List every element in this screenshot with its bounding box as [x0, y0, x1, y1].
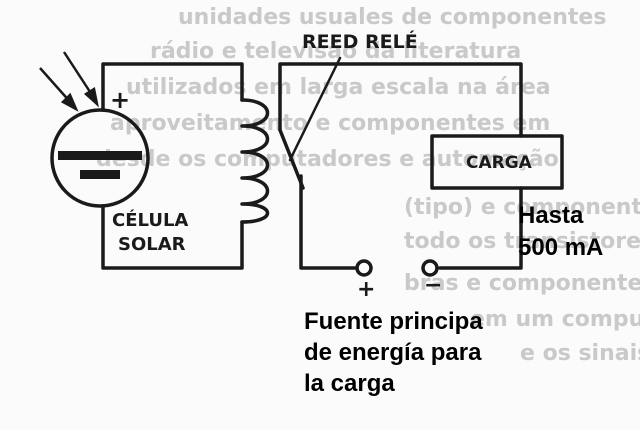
wire-top-left — [101, 62, 244, 112]
background-line: unidades usuales de componentes — [178, 5, 606, 30]
light-rays — [39, 51, 99, 112]
background-line: aproveitamento e componentes em — [110, 111, 550, 136]
light-ray — [62, 51, 96, 99]
load-box — [430, 134, 564, 190]
relay-label-pointer — [288, 56, 342, 162]
light-ray-arrowhead — [83, 86, 99, 108]
background-line: bras e componentes de potência — [404, 271, 640, 296]
wire-bottom-left — [101, 204, 244, 270]
load-current-line1: Hasta — [518, 202, 584, 229]
wire-to-negative-terminal — [438, 186, 523, 270]
load-label: CARGA — [466, 153, 533, 173]
load-current-caption: Hasta 500 mA — [518, 200, 603, 265]
cell-positive-sign: + — [110, 86, 130, 114]
solar-cell: + — [50, 86, 150, 208]
negative-terminal-label: − — [424, 273, 442, 298]
relay-label: REED RELÉ — [302, 30, 418, 53]
positive-terminal-label: + — [357, 277, 375, 302]
solar-cell-outline — [50, 108, 150, 208]
terminal-positive — [355, 259, 373, 277]
background-line: desde os computadores e automação — [96, 147, 559, 172]
background-line: utilizados em larga escala na área — [126, 75, 551, 100]
power-source-line2: de energía para — [304, 339, 482, 367]
cell-plate-short — [80, 170, 120, 179]
background-line: rádio e televisão da literatura — [150, 39, 521, 64]
load-circuit — [278, 56, 564, 277]
load-current-line2: 500 mA — [518, 234, 604, 262]
relay-coil — [240, 98, 270, 224]
coil-circuit — [101, 62, 270, 270]
cell-label-line1: CÉLULA — [112, 209, 188, 231]
background-text: unidades usuales de componentes rádio e … — [96, 5, 640, 366]
light-ray-arrowhead — [60, 92, 79, 112]
background-line: e os sinais — [520, 341, 640, 366]
power-source-line3: la carga — [304, 370, 395, 398]
background-line: em um computador — [470, 307, 640, 332]
wire-top-right — [278, 62, 523, 138]
power-source-caption: Fuente principa de energía para la carga — [304, 306, 514, 400]
wire-to-positive-terminal — [299, 174, 357, 270]
cell-plate-long — [58, 151, 142, 160]
cell-label-line2: SOLAR — [118, 234, 186, 255]
terminal-negative — [421, 259, 439, 277]
power-source-line1: Fuente principa — [304, 308, 483, 335]
